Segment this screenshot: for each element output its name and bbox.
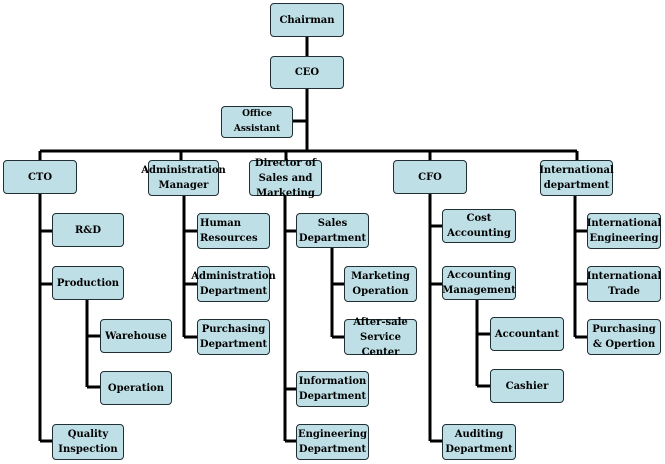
purchasing-department-label: Purchasing Department [199,324,268,350]
ceo-label: CEO [294,67,320,78]
chairman-box: Chairman [270,3,344,37]
international-trade-label: International Trade [586,271,662,297]
cashier-box: Cashier [490,369,564,403]
warehouse-box: Warehouse [100,319,172,353]
accountant-label: Accountant [494,328,560,340]
auditing-department-box: Auditing Department [442,424,516,460]
international-engineering-label: International Engineering [586,218,662,244]
international-trade-box: International Trade [587,266,661,302]
marketing-operation-box: Marketing Operation [344,266,417,302]
cto-label: CTO [27,171,53,183]
information-department-label: Information Department [298,376,367,402]
administration-manager-box: Administration Manager [141,160,226,196]
office-assistant-label: Office Assistant [233,109,281,134]
purchasing-department-box: Purchasing Department [197,319,270,355]
director-sales-marketing-box: Director of Sales and Marketing [249,158,322,199]
international-engineering-box: International Engineering [587,213,661,249]
operation-box: Operation [100,371,172,405]
chairman-label: Chairman [279,14,335,26]
auditing-department-label: Auditing Department [445,429,513,455]
engineering-department-label: Engineering Department [298,429,368,455]
production-label: Production [56,277,120,289]
operation-label: Operation [107,382,165,394]
after-sale-service-center-label: After-sale Service Center [353,316,408,358]
after-sale-service-center-box: After-sale Service Center [344,317,417,358]
warehouse-label: Warehouse [105,330,167,342]
human-resources-box: Human Resources [197,213,270,249]
international-department-box: International department [539,160,614,196]
cfo-label: CFO [418,171,442,183]
information-department-box: Information Department [296,371,369,407]
sales-department-label: Sales Department [298,217,367,244]
international-department-label: International department [539,165,614,191]
cost-accounting-label: Cost Accounting [447,213,511,239]
sales-department-box: Sales Department [296,213,369,248]
quality-inspection-label: Quality Inspection [58,429,118,455]
administration-department-label: Administration Department [191,271,276,297]
ceo-box: CEO [270,56,344,89]
administration-department-box: Administration Department [191,266,276,302]
cto-box: CTO [3,160,77,194]
director-sales-marketing-label: Director of Sales and Marketing [254,157,317,199]
quality-inspection-box: Quality Inspection [52,424,124,460]
purchasing-operation-label: Purchasing & Opertion [592,324,656,350]
marketing-operation-label: Marketing Operation [351,271,410,297]
purchasing-operation-box: Purchasing & Opertion [587,319,661,355]
cashier-label: Cashier [505,380,549,392]
accounting-management-label: Accounting Management [442,270,516,296]
office-assistant-box: Office Assistant [221,106,293,138]
rd-label: R&D [74,224,101,236]
accounting-management-box: Accounting Management [442,266,516,300]
rd-box: R&D [52,213,124,247]
cfo-box: CFO [393,160,467,194]
administration-manager-label: Administration Manager [141,165,226,191]
production-box: Production [52,266,124,300]
cost-accounting-box: Cost Accounting [442,209,516,243]
engineering-department-box: Engineering Department [296,424,369,460]
human-resources-label: Human Resources [200,218,258,244]
accountant-box: Accountant [490,317,564,351]
